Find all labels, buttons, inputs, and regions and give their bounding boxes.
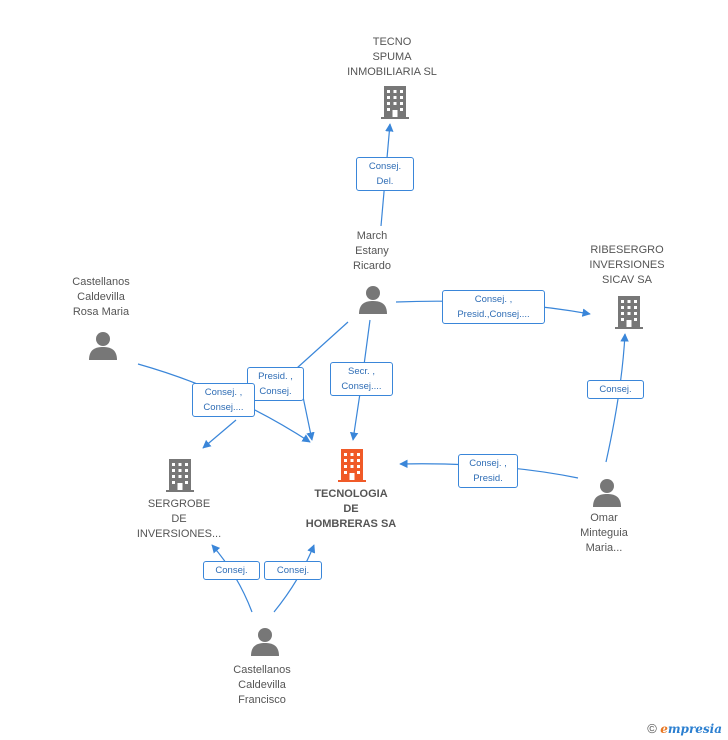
edge-label-francisco-sergrobe[interactable]: Consej. bbox=[203, 561, 260, 580]
person-icon[interactable] bbox=[250, 626, 280, 656]
building-icon[interactable] bbox=[164, 457, 196, 493]
edge-label-march-ribesergro[interactable]: Consej. ,Presid.,Consej.... bbox=[442, 290, 545, 324]
building-icon[interactable] bbox=[379, 84, 411, 120]
edge-label-francisco-tecnologia[interactable]: Consej. bbox=[264, 561, 322, 580]
main-company-building-icon[interactable] bbox=[336, 447, 368, 483]
edge-label-omar-ribesergro[interactable]: Consej. bbox=[587, 380, 644, 399]
edge-label-march-tecnologia-presid[interactable]: Presid. ,Consej. bbox=[247, 367, 304, 401]
copyright-symbol: © bbox=[647, 721, 657, 736]
person-icon[interactable] bbox=[88, 330, 118, 360]
edge-label-march-tecno[interactable]: Consej.Del. bbox=[356, 157, 414, 191]
edge-label-rosa-mixed[interactable]: Consej. ,Consej.... bbox=[192, 383, 255, 417]
brand-logo[interactable]: empresia bbox=[660, 722, 722, 736]
edge-rosa-sergrobe bbox=[202, 419, 237, 449]
edge-label-march-tecnologia-secr[interactable]: Secr. ,Consej.... bbox=[330, 362, 393, 396]
building-icon[interactable] bbox=[613, 294, 645, 330]
person-icon[interactable] bbox=[358, 284, 388, 314]
person-icon[interactable] bbox=[592, 477, 622, 507]
edge-label-omar-tecnologia[interactable]: Consej. ,Presid. bbox=[458, 454, 518, 488]
footer-credit: © empresia bbox=[647, 721, 722, 736]
